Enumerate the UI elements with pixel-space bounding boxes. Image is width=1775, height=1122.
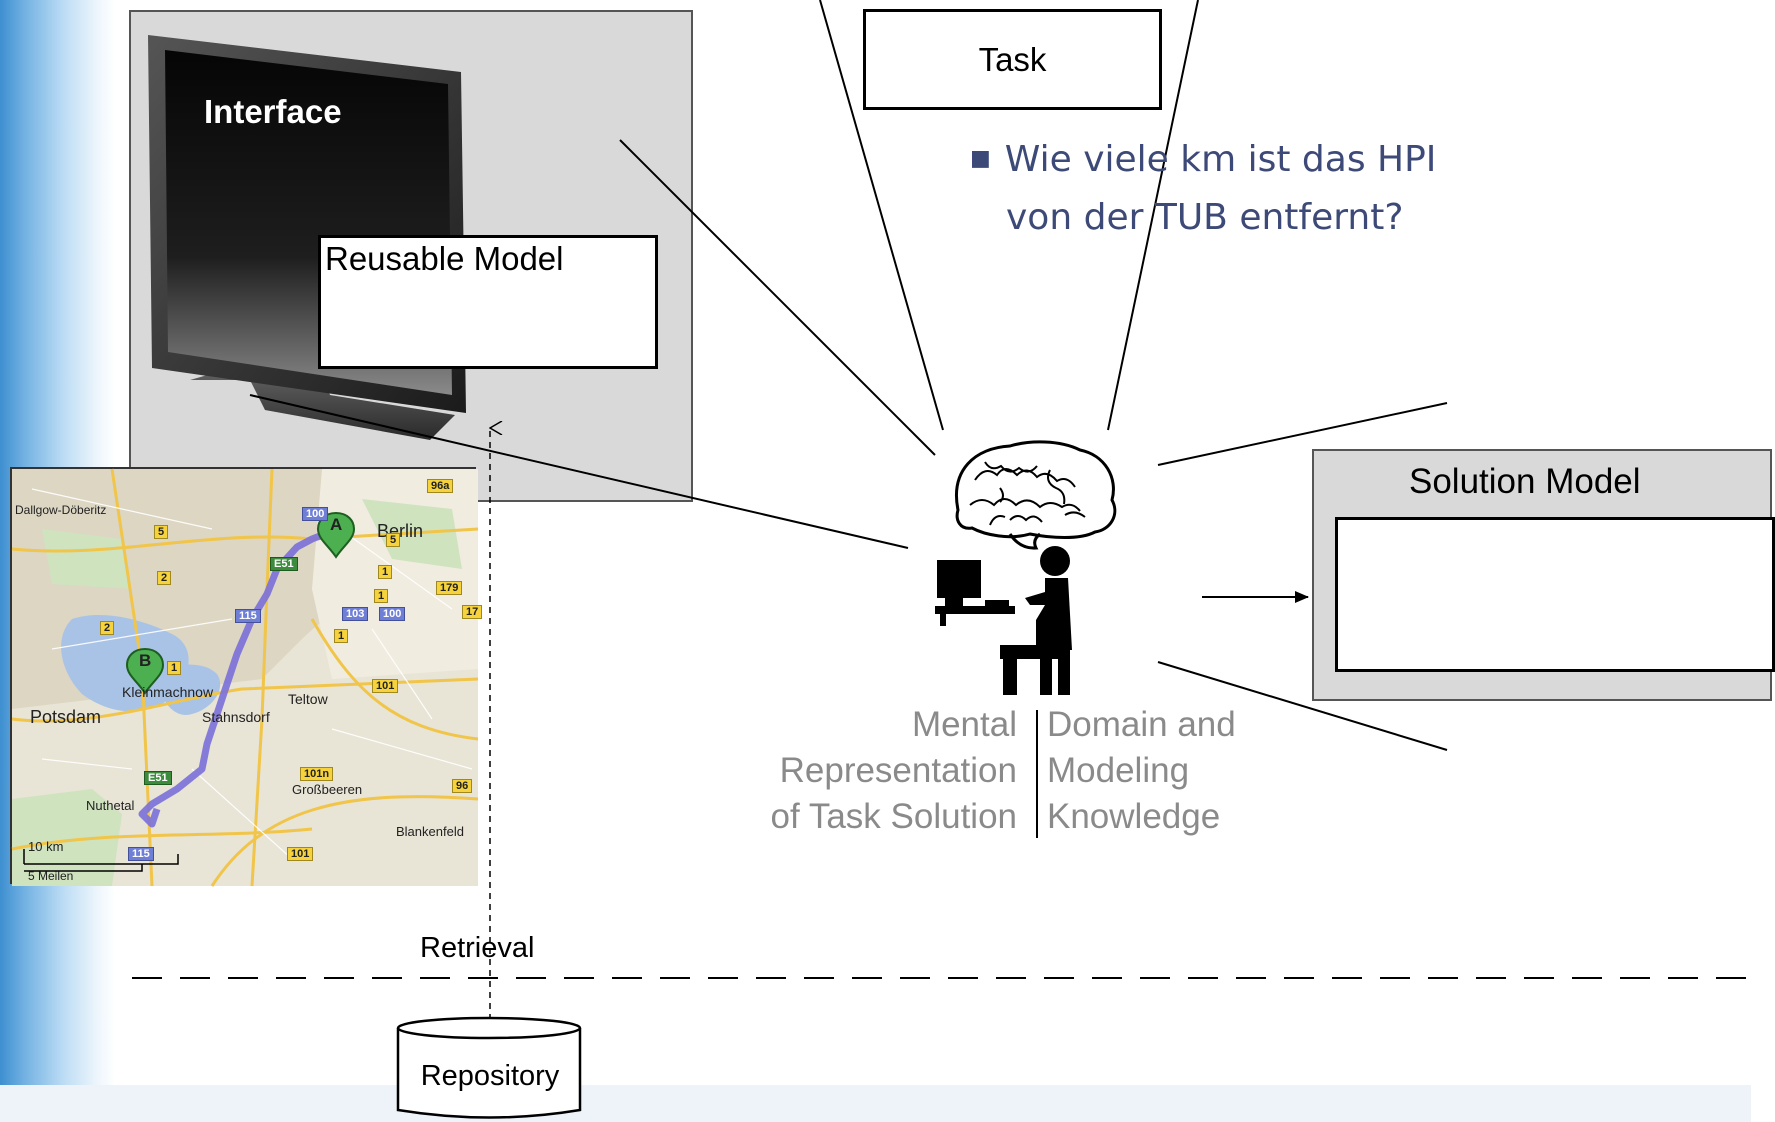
road-shield: 1: [167, 661, 182, 675]
knowledge-line-1: Domain and: [1047, 705, 1236, 744]
road-shield: 100: [302, 507, 329, 521]
road-shield: 101: [372, 679, 399, 693]
road-shield: 179: [436, 581, 463, 595]
task-label: Task: [978, 40, 1047, 78]
road-shield: 101: [287, 847, 314, 861]
road-shield: E51: [144, 771, 172, 785]
road-shield: 96a: [427, 479, 454, 493]
solution-model-title: Solution Model: [1409, 462, 1641, 501]
brain-icon: [955, 440, 1117, 550]
road-shield: 1: [374, 589, 389, 603]
route-map: A B Berlin Potsdam Dallgow-Döberitz Klei…: [10, 467, 483, 887]
domain-knowledge-label: Domain and Modeling Knowledge: [1047, 702, 1236, 840]
road-shield: 115: [235, 609, 261, 623]
road-shield: E51: [270, 557, 298, 571]
map-city-kleinmachnow: Kleinmachnow: [122, 684, 214, 700]
connection-lines: [249, 0, 1448, 838]
map-city-stahnsdorf: Stahnsdorf: [202, 709, 270, 725]
reusable-model-box: [318, 235, 658, 369]
road-shield: 2: [157, 571, 172, 585]
map-city-grossbeeren: Großbeeren: [292, 782, 363, 797]
task-box: Task: [863, 9, 1162, 110]
map-city-blankenfelde: Blankenfeld: [396, 824, 464, 839]
knowledge-line-2: Modeling: [1047, 751, 1190, 790]
mental-line-1: Mental: [911, 705, 1017, 744]
road-shield: 5: [386, 533, 401, 547]
solution-model-inner-box: [1335, 517, 1775, 672]
retrieval-label: Retrieval: [420, 932, 535, 964]
mental-representation-label: Mental Representation of Task Solution: [700, 702, 1017, 840]
marker-b-icon: [125, 647, 165, 695]
person-at-computer-icon: [935, 546, 1072, 695]
map-city-teltow: Teltow: [288, 691, 328, 707]
road-shield: 96: [452, 779, 473, 793]
map-scale-miles: 5 Meilen: [28, 869, 74, 883]
task-question-line1: Wie viele km ist das HPI: [1004, 139, 1437, 180]
bottom-strip: [0, 1085, 1751, 1122]
road-shield: 2: [100, 621, 115, 635]
marker-b-label: B: [139, 651, 152, 670]
road-shield: 1: [334, 629, 349, 643]
knowledge-line-3: Knowledge: [1047, 797, 1221, 836]
bullet-square-icon: ■: [970, 146, 991, 171]
road-shield: 5: [154, 525, 169, 539]
road-shield: 115: [128, 847, 154, 861]
road-shield: 100: [379, 607, 406, 621]
mental-line-3: of Task Solution: [770, 797, 1017, 836]
marker-a-label: A: [330, 515, 343, 534]
map-base: [11, 468, 479, 887]
repository-label: Repository: [420, 1060, 560, 1092]
road-shield: 17: [462, 605, 483, 619]
map-city-nuthetal: Nuthetal: [86, 798, 135, 813]
map-scale-km: 10 km: [28, 839, 64, 854]
task-question-line2: von der TUB entfernt?: [1006, 197, 1404, 238]
road-shield: 103: [342, 607, 369, 621]
road-shield: 101n: [300, 767, 334, 781]
road-shield: 1: [378, 565, 393, 579]
repository-cylinder-icon: [396, 1016, 582, 1119]
map-city-potsdam: Potsdam: [30, 707, 102, 727]
reusable-model-title: Reusable Model: [325, 240, 564, 277]
map-city-dallgow: Dallgow-Döberitz: [15, 503, 107, 517]
marker-a-icon: [316, 511, 356, 559]
interface-label: Interface: [204, 93, 342, 130]
mental-line-2: Representation: [779, 751, 1017, 790]
task-question: ■ Wie viele km ist das HPI von der TUB en…: [970, 130, 1436, 247]
